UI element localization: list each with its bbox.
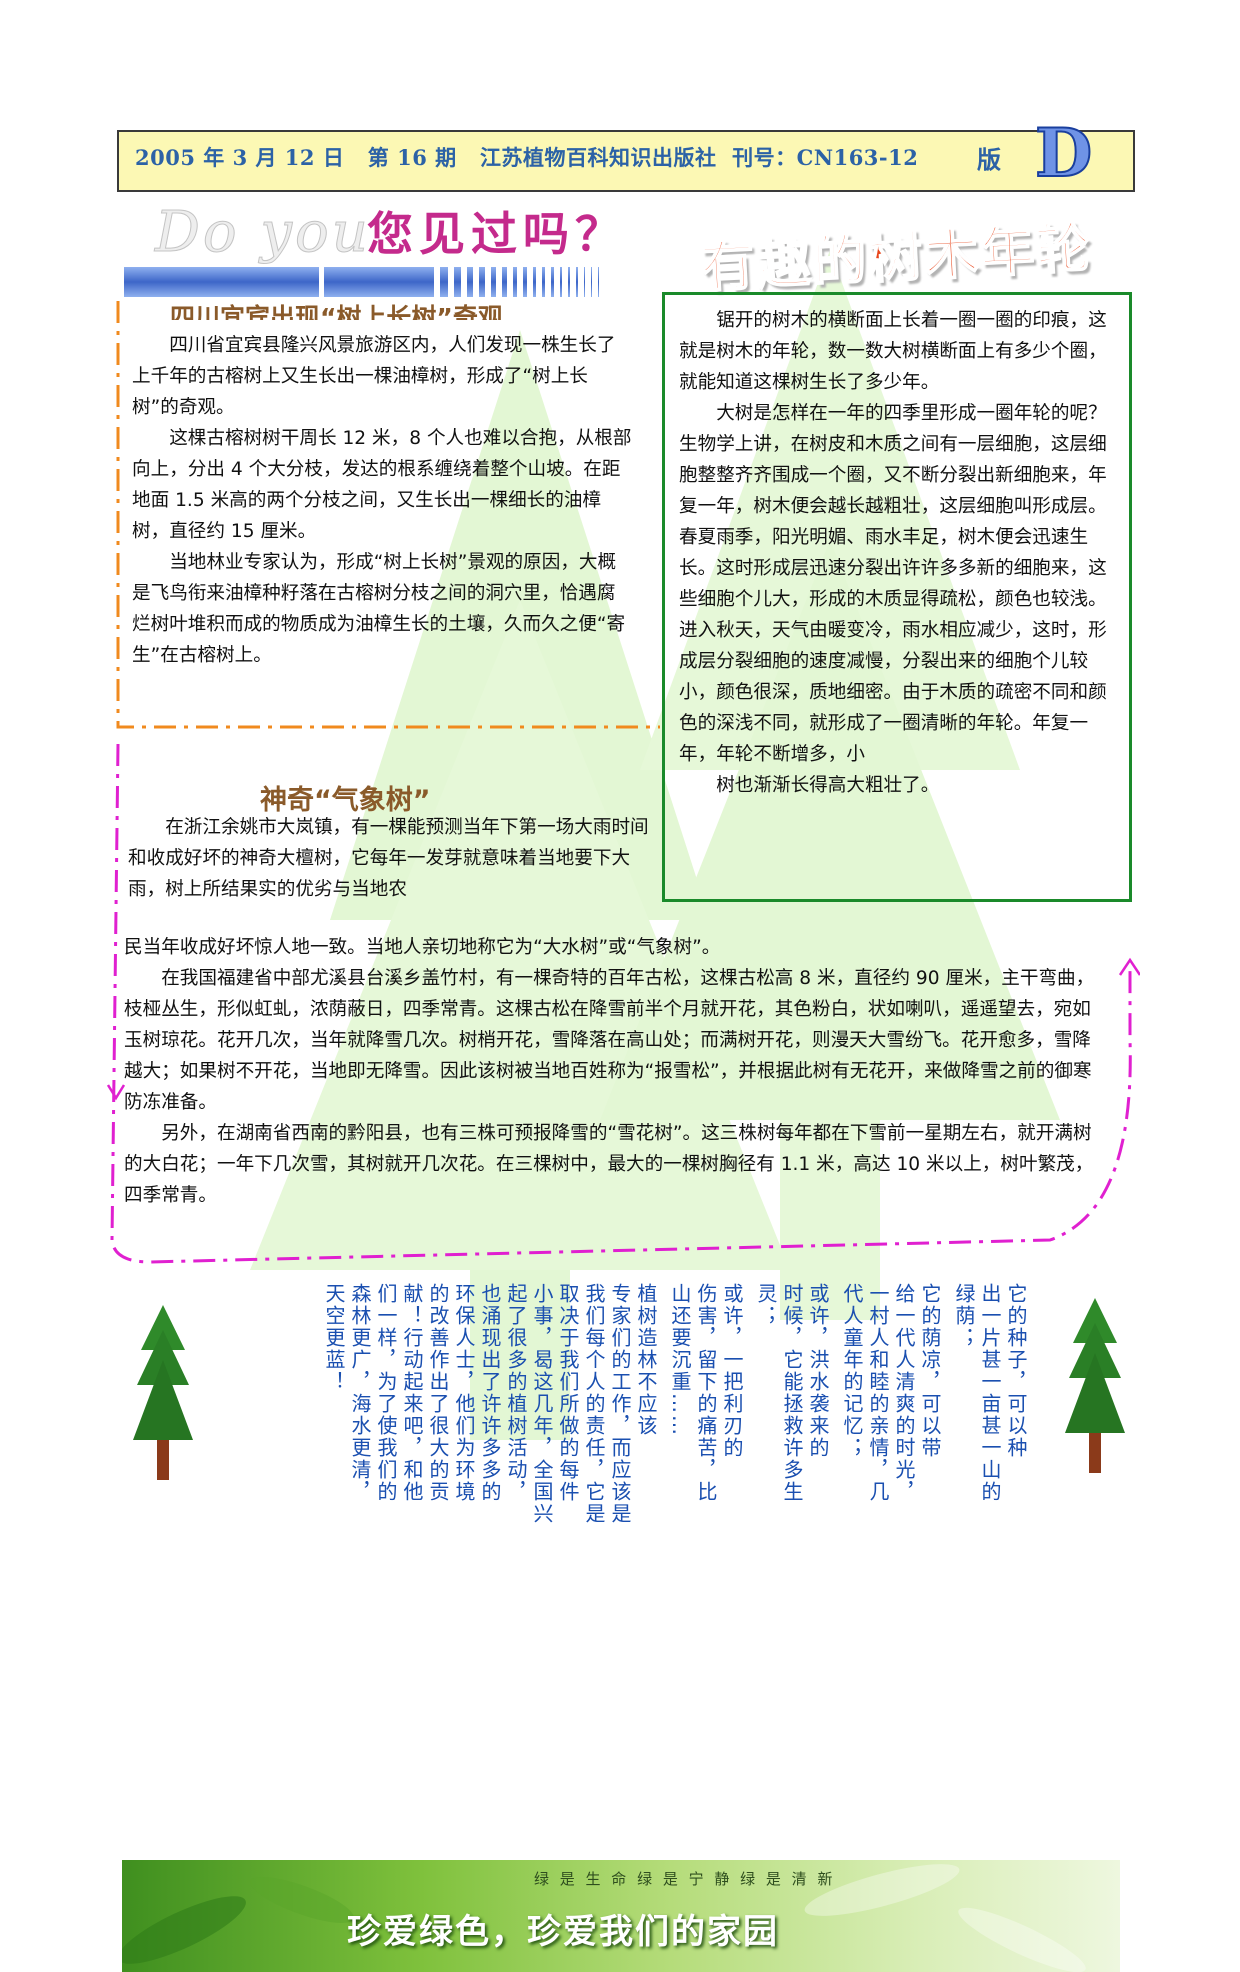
masthead-info: 2005 年 3 月 12 日 第 16 期 江苏植物百科知识出版社 刊号：CN… [135,145,919,170]
footer-motto: 绿 是 生 命 绿 是 宁 静 绿 是 清 新 [534,1870,836,1888]
article2-title: 神奇“气象树” [260,785,431,816]
edition-letter: D [1034,114,1093,192]
poem-column: 小事，曷这几年，全国兴 [530,1283,554,1525]
edition-label: 版 [977,145,1001,174]
poem-column: 我们每个人的责任，它是 [582,1283,606,1525]
poem-column: 或许，洪水袭来的 [806,1283,830,1459]
article2-body: 民当年收成好坏惊人地一致。当地人亲切地称它为“大水树”或“气象树”。 在我国福建… [124,932,1104,1211]
poem-column: 的改善作出了很大的贡 [426,1283,450,1503]
tree-rings-paragraph: 锯开的树木的横断面上长着一圈一圈的印痕，这就是树木的年轮，数一数大树横断面上有多… [679,310,1107,393]
do-you-watermark: Do you [155,200,371,266]
article1-paragraph: 这棵古榕树树干周长 12 米，8 个人也难以合抱，从根部向上，分出 4 个大分枝… [132,428,632,542]
poem-column: 伤害，留下的痛苦，比 [694,1283,718,1503]
article1-paragraph: 当地林业专家认为，形成“树上长树”景观的原因，大概是飞鸟衔来油樟种籽落在古榕树分… [132,552,626,666]
poem-column: 专家们的工作，而应该是 [608,1283,632,1525]
poem-column: 一村人和睦的亲情，几 [866,1283,890,1503]
masthead-bar: 2005 年 3 月 12 日 第 16 期 江苏植物百科知识出版社 刊号：CN… [117,130,1135,192]
pine-tree-left-icon [133,1305,193,1480]
footer-banner: 绿 是 生 命 绿 是 宁 静 绿 是 清 新 珍爱绿色，珍爱我们的家园 [122,1860,1120,1972]
have-you-seen-heading: 您见过吗？ [367,207,627,261]
poem-column: 环保人士，他们为环境 [452,1283,476,1503]
poem-column: 绿荫； [952,1283,976,1349]
poem-column: 灵； [754,1283,778,1327]
poem-column: 天空更蓝！ [322,1283,346,1393]
poem-column: 它的荫凉，可以带 [918,1283,942,1459]
footer-slogan: 珍爱绿色，珍爱我们的家园 [347,1912,779,1952]
poem-column: 们一样，为了使我们的 [374,1283,398,1503]
article2-frame [106,743,1140,1264]
article1-frame [116,301,660,729]
poem-column: 取决于我们所做的每件 [556,1283,580,1503]
poem-column: 它的种子，可以种 [1004,1283,1028,1459]
poem-column: 献！行动起来吧，和他 [400,1283,424,1503]
article2-paragraph: 另外，在湖南省西南的黔阳县，也有三株可预报降雪的“雪花树”。这三株树每年都在下雪… [124,1123,1094,1206]
article2-intro: 在浙江余姚市大岚镇，有一棵能预测当年下第一场大雨时间和收成好坏的神奇大檀树，它每… [128,812,658,905]
poem-column: 森林更广，海水更清， [348,1283,372,1503]
background-tree-illustration [250,250,1060,1440]
article2-intro-end: 民当年收成好坏惊人地一致。当地人亲切地称它为“大水树”或“气象树”。 [124,937,721,958]
poem-column: 或许，一把利刃的 [720,1283,744,1459]
poem-column: 代人童年的记忆； [840,1283,864,1459]
poem-column: 植树造林不应该 [634,1283,658,1437]
article1-body: 四川省宜宾县隆兴风景旅游区内，人们发现一株生长了上千年的古榕树上又生长出一棵油樟… [132,330,632,671]
blue-gradient-bar [124,267,599,297]
poem-column: 出一片甚一亩甚一山的 [978,1283,1002,1503]
poem-column: 时候，它能拯救许多生 [780,1283,804,1503]
article1-paragraph: 四川省宜宾县隆兴风景旅游区内，人们发现一株生长了上千年的古榕树上又生长出一棵油樟… [132,335,616,418]
poem-column: 也涌现出了许许多多的 [478,1283,502,1503]
tree-rings-paragraph: 树也渐渐长得高大粗壮了。 [716,775,940,796]
tree-rings-text: 锯开的树木的横断面上长着一圈一圈的印痕，这就是树木的年轮，数一数大树横断面上有多… [679,305,1119,801]
pine-tree-right-icon [1065,1298,1125,1473]
tree-rings-box: 锯开的树木的横断面上长着一圈一圈的印痕，这就是树木的年轮，数一数大树横断面上有多… [662,292,1132,902]
poem-column: 山还要沉重…… [668,1283,692,1437]
article1-title: 四川宜宾出现“树上长树”奇观 [170,303,503,320]
tree-rings-paragraph: 大树是怎样在一年的四季里形成一圈年轮的呢？生物学上讲，在树皮和木质之间有一层细胞… [679,403,1107,765]
article2-paragraph: 在我国福建省中部尤溪县台溪乡盖竹村，有一棵奇特的百年古松，这棵古松高 8 米，直… [124,968,1095,1113]
poem-column: 给一代人清爽的时光， [892,1283,916,1503]
poem-column: 起了很多的植树活动， [504,1283,528,1503]
article2-intro-text: 在浙江余姚市大岚镇，有一棵能预测当年下第一场大雨时间和收成好坏的神奇大檀树，它每… [128,817,649,900]
